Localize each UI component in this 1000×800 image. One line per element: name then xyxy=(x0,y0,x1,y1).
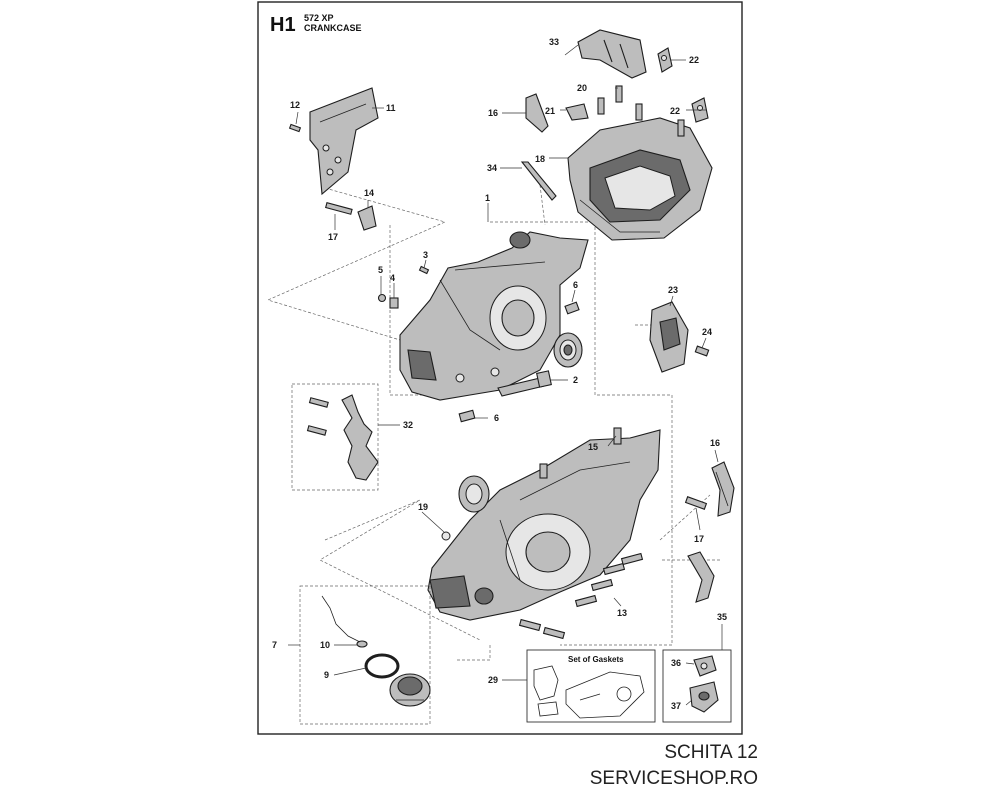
box-35 xyxy=(662,649,732,723)
callout-3: 3 xyxy=(423,250,428,260)
screw-20b xyxy=(615,85,623,103)
callout-10: 10 xyxy=(320,640,330,650)
callout-23: 23 xyxy=(668,285,678,295)
box-7 xyxy=(299,585,431,725)
diagram-frame xyxy=(257,1,743,735)
tank-housing xyxy=(567,117,713,241)
sleeve-6-upper xyxy=(564,301,580,315)
callout-35: 35 xyxy=(717,612,727,622)
gasket-shapes xyxy=(533,665,645,719)
callout-12: 12 xyxy=(290,100,300,110)
clip-16-upper xyxy=(525,93,549,133)
section-code: H1 xyxy=(270,14,296,36)
spike-plate-32 xyxy=(306,394,379,481)
callout-7: 7 xyxy=(272,640,277,650)
callout-17-right: 17 xyxy=(694,534,704,544)
callout-labels: 1 2 3 4 5 6 6 7 9 10 11 12 13 14 15 16 1… xyxy=(272,37,727,711)
callout-16-upper: 16 xyxy=(488,108,498,118)
screw-20d xyxy=(677,119,685,137)
callout-9: 9 xyxy=(324,670,329,680)
callout-21: 21 xyxy=(545,106,555,116)
screw-15 xyxy=(613,427,622,445)
callout-1: 1 xyxy=(485,193,490,203)
callout-5: 5 xyxy=(378,265,383,275)
washer-19 xyxy=(441,531,451,541)
callout-32: 32 xyxy=(403,420,413,430)
callout-13: 13 xyxy=(617,608,627,618)
washer-5 xyxy=(377,293,387,303)
callout-33: 33 xyxy=(549,37,559,47)
filter-housing xyxy=(389,673,431,707)
crankcase-lower-half xyxy=(427,429,661,621)
wire-10 xyxy=(321,595,368,648)
bracket-33 xyxy=(577,29,647,79)
callout-6-upper: 6 xyxy=(573,280,578,290)
callout-20: 20 xyxy=(577,83,587,93)
leader-lines xyxy=(288,44,723,706)
screw-24 xyxy=(694,345,710,357)
callout-37: 37 xyxy=(671,701,681,711)
callout-19: 19 xyxy=(418,502,428,512)
cover-23 xyxy=(649,301,689,373)
footer-schematic-label: SCHITA 12 xyxy=(664,742,758,763)
clamp-36 xyxy=(693,655,717,677)
callout-34: 34 xyxy=(487,163,497,173)
callout-22-upper: 22 xyxy=(689,55,699,65)
callout-2: 2 xyxy=(573,375,578,385)
screw-3 xyxy=(418,265,430,275)
clip-16-lower xyxy=(711,461,735,517)
bearing-upper xyxy=(553,332,583,368)
gasket-set-title: Set of Gaskets xyxy=(568,655,624,664)
crankcase-upper-half xyxy=(399,231,589,401)
callout-4: 4 xyxy=(390,273,395,283)
callout-17-left: 17 xyxy=(328,232,338,242)
callout-6-lower: 6 xyxy=(494,413,499,423)
screw-12 xyxy=(288,123,302,133)
callout-22-lower: 22 xyxy=(670,106,680,116)
screw-17-right xyxy=(684,496,708,510)
bracket-14 xyxy=(324,202,377,231)
gasket-set-box xyxy=(526,649,656,723)
rod-34 xyxy=(520,161,557,201)
callout-16-lower: 16 xyxy=(710,438,720,448)
callout-11: 11 xyxy=(386,103,396,113)
sleeve-6-lower xyxy=(458,409,476,423)
clip-22-upper xyxy=(657,47,673,73)
model-name: 572 XP xyxy=(304,13,334,23)
screw-4 xyxy=(389,297,399,309)
screw-20a xyxy=(597,97,605,115)
screw-lower-top xyxy=(539,463,548,479)
screw-20c xyxy=(635,103,643,121)
gasket-9 xyxy=(364,653,400,679)
assembly-name: CRANKCASE xyxy=(304,23,362,33)
chain-guard-plate xyxy=(309,87,379,196)
screws-lower-row xyxy=(518,618,566,640)
clip-lower-right xyxy=(687,551,715,603)
bolt-2 xyxy=(497,370,552,397)
bearing-lower xyxy=(458,475,490,513)
footer-site-label: SERVICESHOP.RO xyxy=(589,768,758,789)
callout-24: 24 xyxy=(702,327,712,337)
callout-29: 29 xyxy=(488,675,498,685)
screws-13 xyxy=(574,552,644,608)
callout-14: 14 xyxy=(364,188,374,198)
callout-36: 36 xyxy=(671,658,681,668)
valve-37 xyxy=(689,681,719,713)
pad-21 xyxy=(565,103,589,121)
callout-18: 18 xyxy=(535,154,545,164)
callout-15: 15 xyxy=(588,442,598,452)
box-32 xyxy=(291,383,379,491)
explosion-guides xyxy=(266,184,720,661)
